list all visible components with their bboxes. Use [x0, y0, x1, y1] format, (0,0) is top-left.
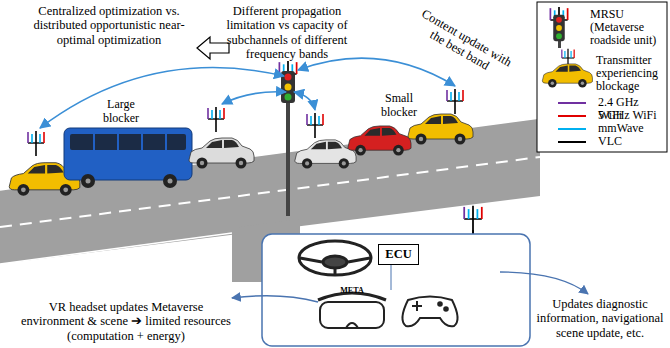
bus [64, 128, 192, 188]
legend-text: mmWave [598, 122, 664, 135]
legend-text: MRSU (Metaverse roadside unit) [590, 8, 664, 48]
propagation-note: Different propagation limitation vs capa… [226, 4, 348, 62]
gamepad [402, 297, 457, 327]
node-text: ECU [385, 247, 412, 261]
blocker-label: Small blocker [374, 92, 424, 120]
legend-entry: MRSU (Metaverse roadside unit) [590, 8, 664, 48]
legend-swatch [558, 102, 586, 104]
legend-swatch [558, 141, 586, 143]
legend-swatch [558, 128, 586, 130]
ecu-box: ECU [378, 244, 419, 265]
optimization-note: Centralized optimization vs. distributed… [20, 4, 198, 47]
legend-text: VLC [598, 135, 664, 148]
legend-text: Transmitter experiencing blockage [596, 54, 664, 94]
vr-note: VR headset updates Metaverse environment… [18, 300, 234, 343]
legend-entry: 5 GHz WiFi [598, 109, 664, 122]
vr-headset [318, 293, 386, 328]
legend-text: 5 GHz WiFi [598, 109, 664, 122]
legend-entry: Transmitter experiencing blockage [596, 54, 664, 94]
legend-entry: mmWave [598, 122, 664, 135]
legend-entry: VLC [598, 135, 664, 148]
blocker-label: Large blocker [96, 98, 146, 126]
brand-label: META [336, 286, 368, 295]
ecu-note: Updates diagnostic information, navigati… [533, 297, 667, 340]
steering-wheel [299, 241, 371, 275]
legend-swatch [558, 115, 586, 117]
